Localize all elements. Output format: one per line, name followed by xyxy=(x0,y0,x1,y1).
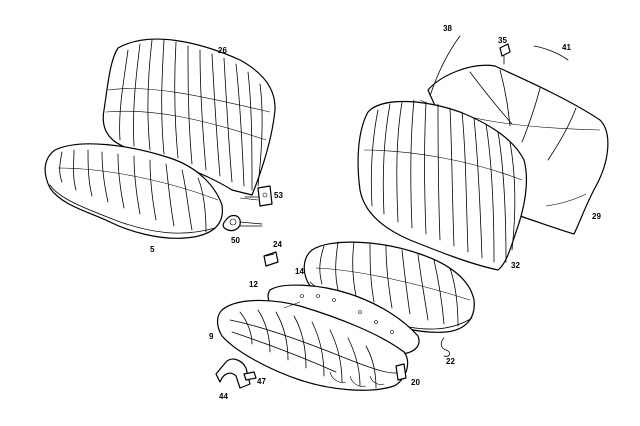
label-38: 38 xyxy=(443,24,452,33)
left-seat-cushion xyxy=(44,143,224,239)
label-41: 41 xyxy=(562,43,571,52)
label-20: 20 xyxy=(411,378,420,387)
label-22: 22 xyxy=(446,357,455,366)
part-35 xyxy=(499,43,511,65)
label-44: 44 xyxy=(219,392,228,401)
arc-line xyxy=(429,35,461,97)
spring-frame xyxy=(216,299,409,391)
label-12: 12 xyxy=(249,280,258,289)
clip-47 xyxy=(243,371,257,381)
bracket-44 xyxy=(215,358,251,389)
clip-22 xyxy=(440,337,450,357)
arc-41 xyxy=(533,45,569,61)
label-26: 26 xyxy=(218,46,227,55)
label-50: 50 xyxy=(231,236,240,245)
label-32: 32 xyxy=(511,261,520,270)
right-seat-cushion xyxy=(303,241,475,333)
label-9: 9 xyxy=(209,332,214,341)
label-14: 14 xyxy=(295,267,304,276)
label-47: 47 xyxy=(257,377,266,386)
bracket-part xyxy=(244,185,273,207)
clip-20 xyxy=(395,363,407,381)
left-backrest xyxy=(102,38,276,196)
small-part xyxy=(263,251,279,267)
label-24: 24 xyxy=(273,240,282,249)
hinge-clip xyxy=(222,214,263,232)
leader-lines xyxy=(239,197,301,309)
label-5: 5 xyxy=(150,245,155,254)
label-29: 29 xyxy=(592,212,601,221)
label-35: 35 xyxy=(498,36,507,45)
right-backrest-cushion xyxy=(357,99,527,271)
label-53: 53 xyxy=(274,191,283,200)
